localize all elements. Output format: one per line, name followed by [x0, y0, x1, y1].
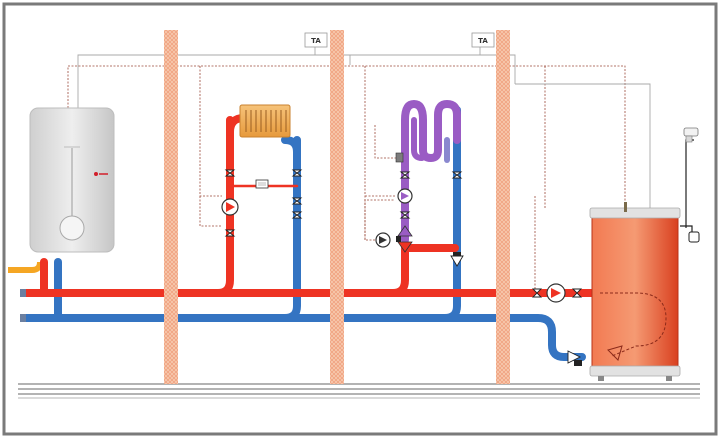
- valve-icon[interactable]: [571, 288, 583, 298]
- radiator: [239, 104, 291, 138]
- thermostat-icon: [471, 32, 495, 48]
- valve-icon[interactable]: [451, 171, 463, 179]
- mixing-circulator-pump[interactable]: [375, 232, 391, 248]
- thermostat-label: TA: [478, 37, 488, 45]
- valve-icon[interactable]: [291, 211, 303, 219]
- floor-return-valve[interactable]: [450, 252, 464, 267]
- pipe-cap: [20, 289, 26, 297]
- gas-supply-pipe: [8, 261, 43, 273]
- valve-icon[interactable]: [399, 171, 411, 179]
- valve-icon[interactable]: [531, 288, 543, 298]
- radiator-meter: [255, 179, 269, 189]
- thermostat-icon: [304, 32, 328, 48]
- wall-section-1: [164, 30, 178, 384]
- radiator-circulator-pump[interactable]: [221, 198, 239, 216]
- temperature-sensor: [395, 152, 404, 163]
- valve-icon[interactable]: [291, 197, 303, 205]
- tank-charge-pump[interactable]: [546, 283, 566, 303]
- boiler: [29, 107, 115, 253]
- boiler-logo-icon: [94, 172, 98, 176]
- wall-section-3: [496, 30, 510, 384]
- valve-icon[interactable]: [291, 169, 303, 177]
- pipe-valves: [224, 169, 583, 298]
- floor-heating-loop: [401, 99, 461, 244]
- tank-icon: [591, 211, 679, 373]
- faucet-icon[interactable]: [683, 127, 699, 143]
- wall-section-2: [330, 30, 344, 384]
- valve-icon[interactable]: [224, 229, 236, 237]
- thermostat-label: TA: [311, 37, 321, 45]
- room-thermostat-2[interactable]: TA: [471, 32, 495, 48]
- valve-icon: [397, 241, 413, 253]
- floor: [18, 383, 700, 399]
- valve-icon[interactable]: [224, 169, 236, 177]
- room-thermostat-1[interactable]: TA: [304, 32, 328, 48]
- tank-inlet-valve[interactable]: [567, 350, 582, 366]
- hot-water-outlet: [680, 127, 700, 243]
- valve-icon[interactable]: [399, 211, 411, 219]
- radiator-icon: [239, 104, 291, 138]
- floor-circulator-pump[interactable]: [397, 188, 413, 204]
- three-way-mixing-valve[interactable]: [396, 225, 413, 253]
- storage-tank: [589, 202, 681, 381]
- thermostat-wiring: [77, 47, 651, 214]
- pipe-cap: [20, 314, 26, 322]
- cold-pipe: [20, 106, 586, 361]
